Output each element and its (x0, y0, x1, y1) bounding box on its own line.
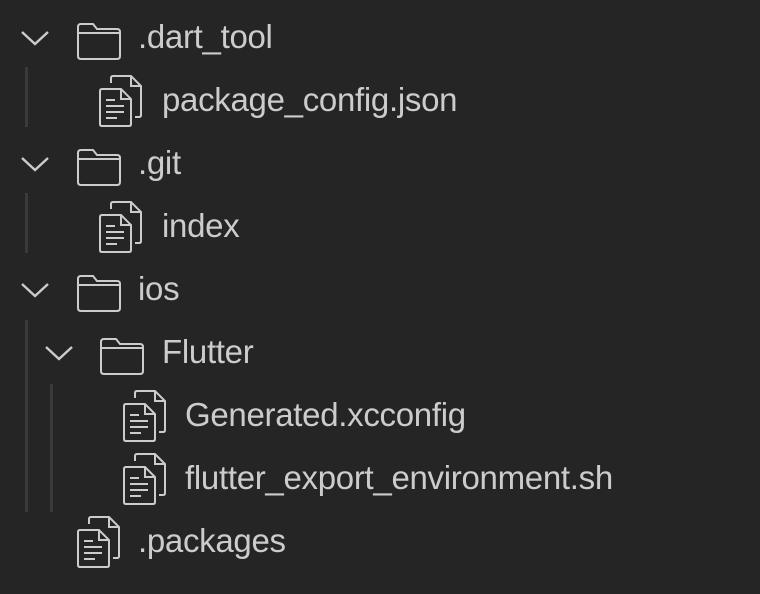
tree-item-dart-tool-folder[interactable]: .dart_tool (0, 5, 760, 68)
tree-item-flutter-export-environment-sh[interactable]: flutter_export_environment.sh (0, 446, 760, 509)
chevron-down-icon[interactable] (20, 154, 50, 174)
tree-item-flutter-folder[interactable]: Flutter (0, 320, 760, 383)
tree-item-package-config-json[interactable]: package_config.json (0, 68, 760, 131)
tree-item-label: package_config.json (162, 81, 458, 118)
indent-guide (50, 384, 53, 512)
indent-guide (25, 320, 28, 512)
indent-guide (25, 67, 28, 127)
indent-guide (25, 193, 28, 253)
chevron-down-icon[interactable] (20, 28, 50, 48)
tree-item-label: Generated.xcconfig (185, 396, 466, 433)
tree-item-label: .dart_tool (138, 18, 273, 55)
file-icon (77, 516, 120, 568)
tree-item-packages[interactable]: .packages (0, 509, 760, 572)
file-icon (123, 453, 166, 505)
tree-item-index[interactable]: index (0, 194, 760, 257)
folder-icon (77, 275, 121, 312)
tree-item-label: Flutter (162, 333, 254, 370)
file-icon (99, 75, 142, 127)
tree-item-label: ios (138, 270, 180, 307)
file-icon (123, 390, 166, 442)
chevron-down-icon[interactable] (44, 343, 74, 363)
tree-item-ios-folder[interactable]: ios (0, 257, 760, 320)
folder-icon (100, 338, 144, 375)
tree-item-label: index (162, 207, 240, 244)
folder-icon (77, 149, 121, 186)
folder-icon (77, 23, 121, 60)
tree-item-generated-xcconfig[interactable]: Generated.xcconfig (0, 383, 760, 446)
tree-item-label: flutter_export_environment.sh (185, 459, 613, 496)
tree-item-git-folder[interactable]: .git (0, 131, 760, 194)
tree-item-label: .git (138, 144, 181, 181)
chevron-down-icon[interactable] (20, 280, 50, 300)
file-icon (99, 201, 142, 253)
tree-item-label: .packages (138, 522, 286, 559)
